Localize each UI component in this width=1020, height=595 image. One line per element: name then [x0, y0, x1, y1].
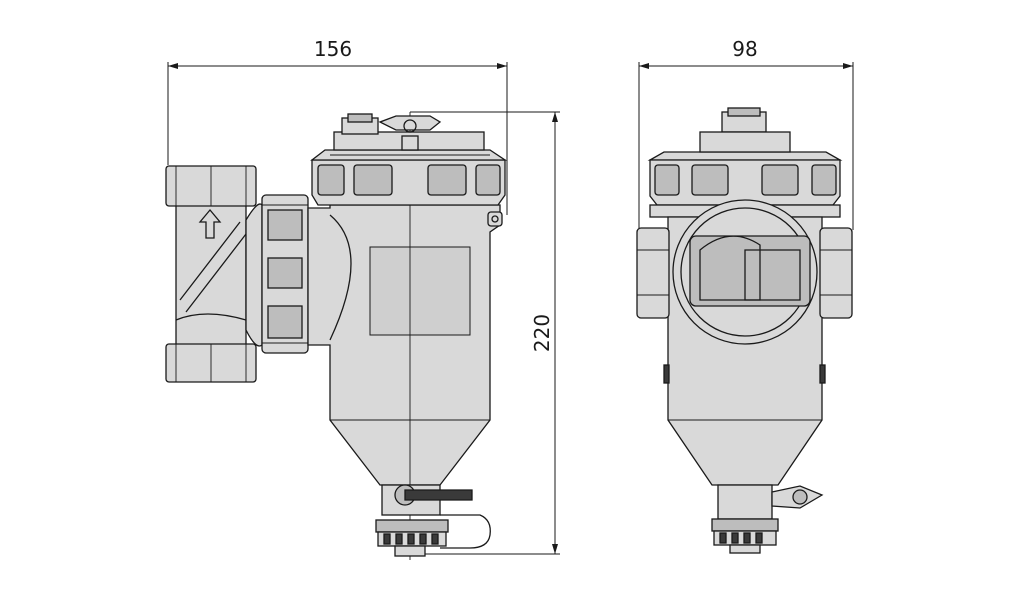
side-body [636, 199, 853, 486]
union-nut [261, 194, 309, 354]
product-label [369, 246, 471, 336]
dimension-label-220: 220 [530, 314, 554, 352]
dimension-height: 220 [400, 111, 560, 555]
dimension-width-front: 156 [167, 37, 508, 215]
front-view: 156 220 [165, 37, 560, 560]
dimension-label-98: 98 [732, 37, 757, 61]
dimension-width-side: 98 [638, 37, 854, 230]
inlet-pipe [165, 165, 257, 383]
filter-body [307, 112, 503, 560]
side-drain-valve [711, 484, 824, 554]
dimension-label-156: 156 [314, 37, 352, 61]
arrow-up-icon [198, 208, 222, 239]
valve-handle-icon [404, 489, 473, 501]
top-cap [310, 113, 508, 206]
side-view: 98 [636, 37, 854, 554]
drain-valve [375, 484, 491, 557]
side-top-cap [647, 107, 843, 218]
